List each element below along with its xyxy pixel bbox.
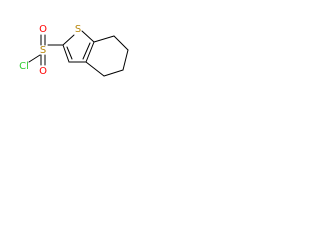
- bond-c5-c4: [103, 69, 124, 77]
- atom-label-s-ring: S: [75, 24, 81, 35]
- atom-label-o-bottom: O: [39, 66, 47, 77]
- atom-label-s-sulfonyl: S: [40, 45, 46, 56]
- molecule-drawing: Cl S O O S: [19, 24, 129, 77]
- atom-label-o-top: O: [39, 24, 47, 35]
- bond-c3a-c7a-a: [85, 41, 95, 63]
- atom-label-cl: Cl: [19, 61, 29, 72]
- bond-c2-c3-a: [62, 44, 70, 63]
- bond-s1-c7a: [81, 30, 95, 43]
- bond-c6-c5: [122, 49, 129, 71]
- structure-canvas: Cl S O O S: [0, 0, 180, 88]
- bond-c3a-c7a-b: [82, 42, 91, 60]
- bond-c2-c3-b: [66, 46, 73, 60]
- bond-c2-s1: [62, 34, 75, 46]
- bond-c7a-c7: [93, 35, 115, 43]
- bond-c7-c6: [113, 35, 129, 51]
- bond-c4-c3a: [85, 61, 105, 77]
- bond-s-cl: [28, 54, 41, 63]
